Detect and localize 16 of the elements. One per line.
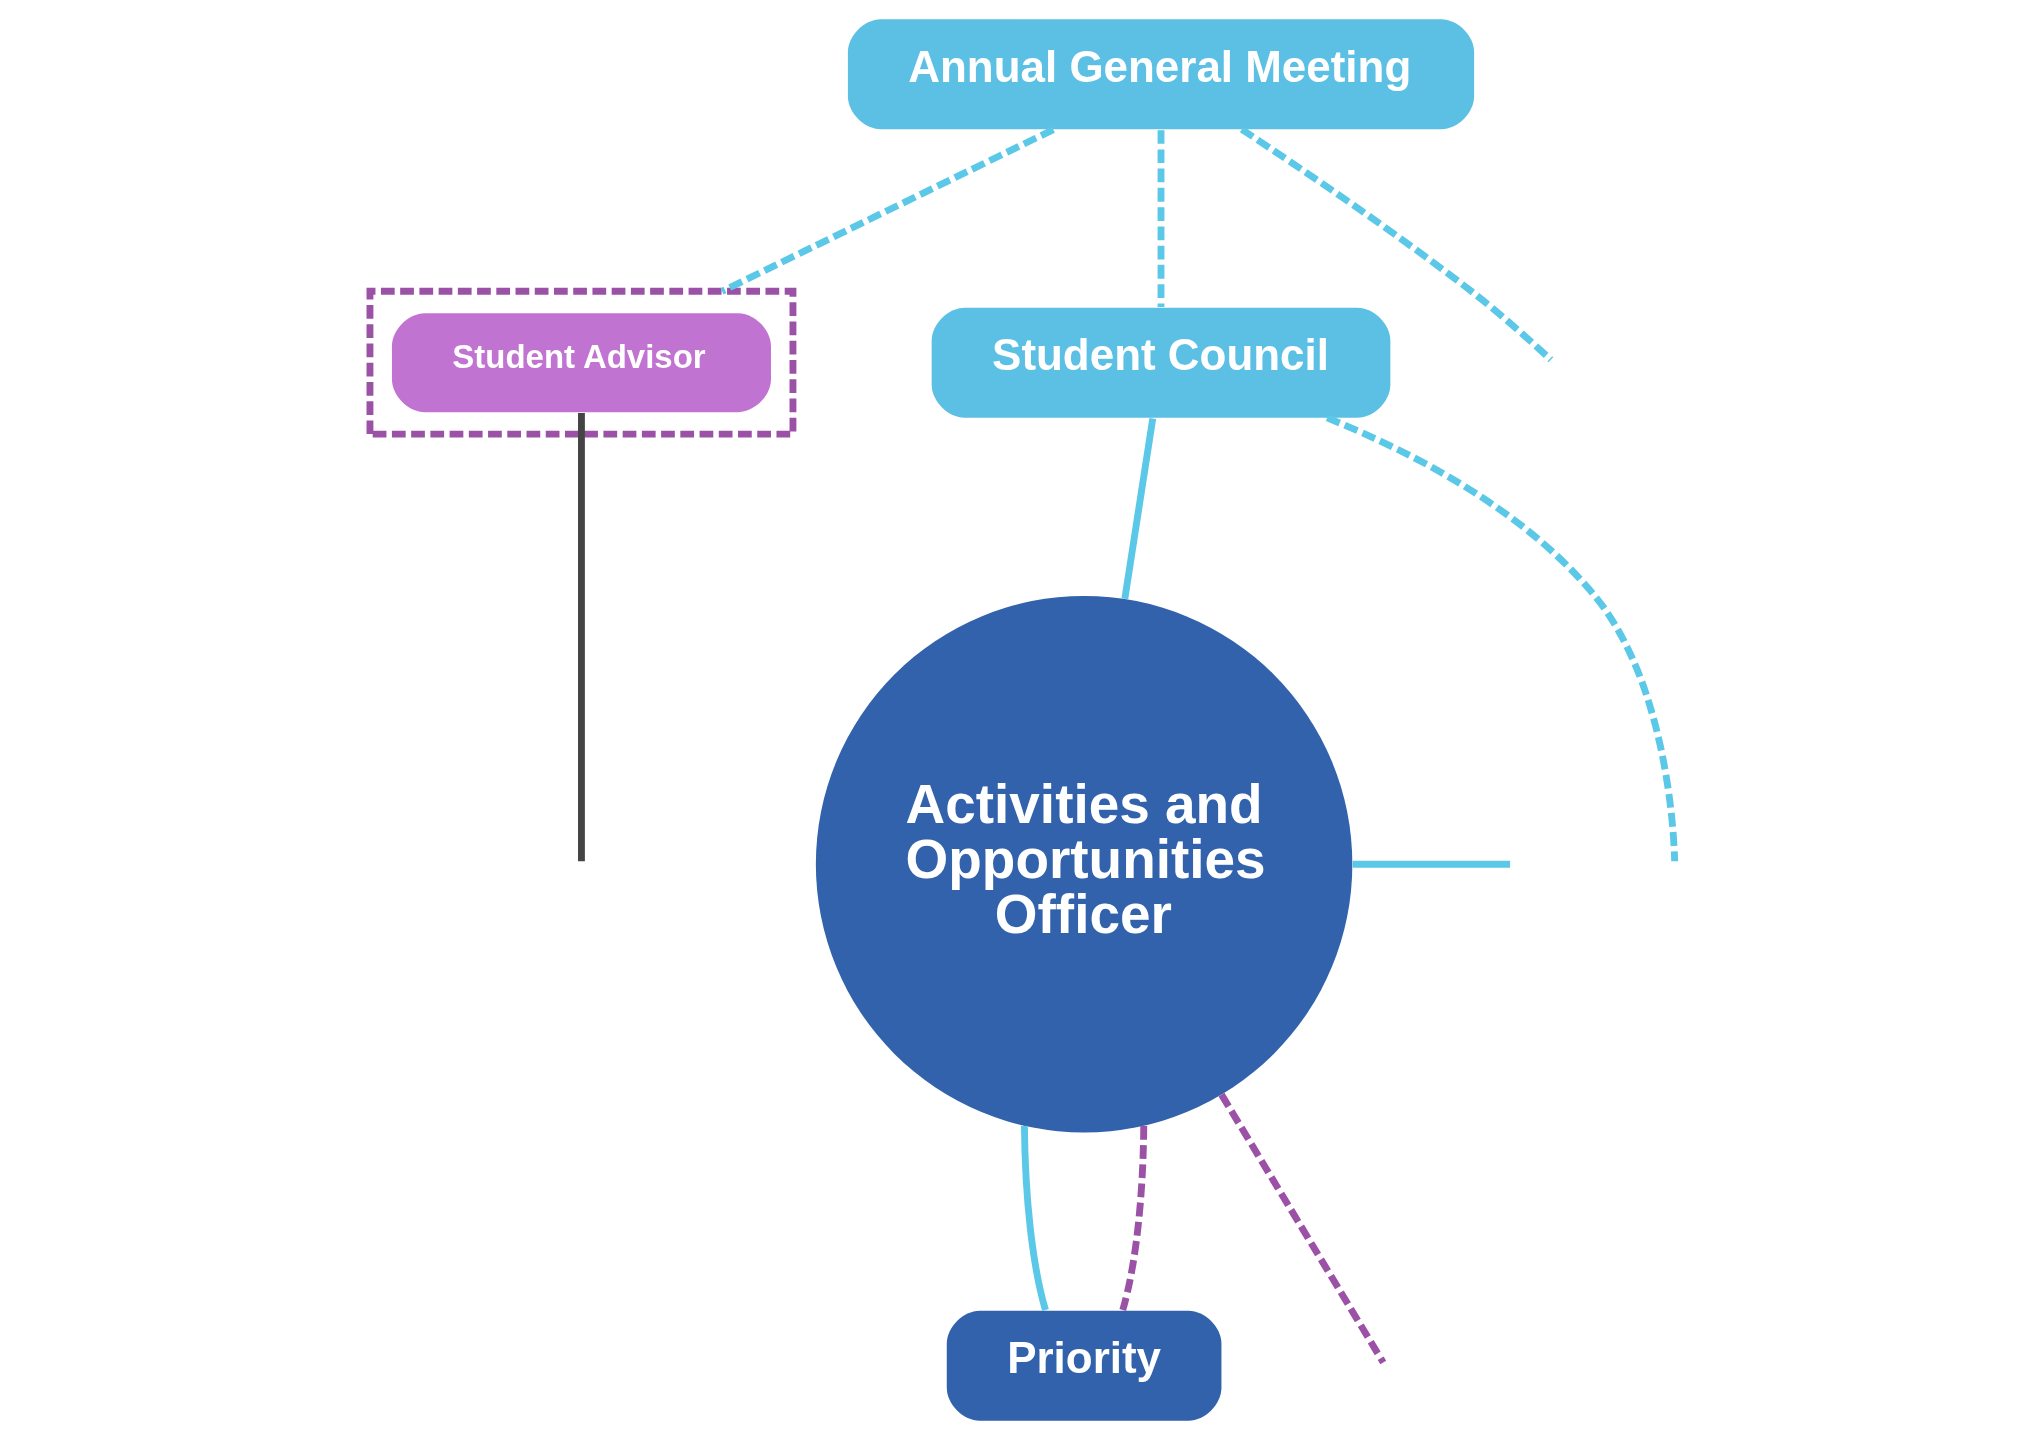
node-circle: Activities and Opportunities Officer xyxy=(815,595,1352,1133)
connector xyxy=(1239,126,1553,363)
connector xyxy=(1120,418,1156,600)
connector xyxy=(720,126,1055,295)
node-box: Student Council xyxy=(931,307,1390,418)
cluster xyxy=(366,287,796,438)
connector xyxy=(1118,1125,1147,1311)
connector xyxy=(577,413,585,862)
connector xyxy=(1157,130,1164,307)
connector xyxy=(1325,414,1678,862)
node-box: Student Advisor xyxy=(391,313,771,413)
node-box: Priority xyxy=(946,1310,1221,1421)
connector xyxy=(1352,860,1510,868)
connector xyxy=(1218,1092,1386,1365)
connector xyxy=(1020,1125,1049,1311)
node-box: Annual General Meeting xyxy=(847,19,1474,130)
